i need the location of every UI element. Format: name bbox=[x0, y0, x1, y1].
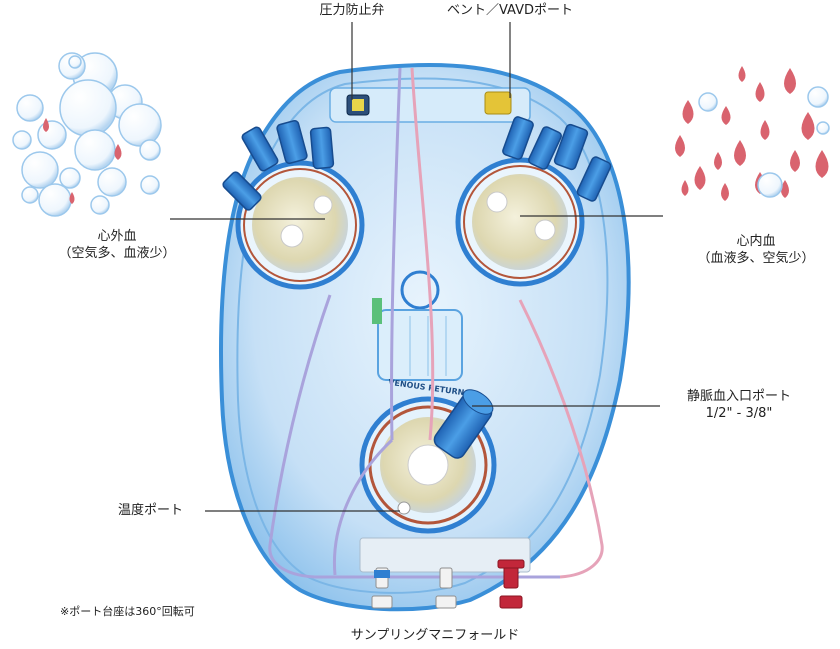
inner-chamber-caps bbox=[502, 116, 612, 202]
venous-port-label: 静脈血入口ポート 1/2" - 3/8" bbox=[654, 388, 824, 422]
outer-blood-note: （空気多、血液少） bbox=[58, 246, 176, 261]
air-bubbles-right bbox=[698, 86, 830, 198]
filter-core bbox=[372, 270, 463, 381]
temperature-port bbox=[397, 501, 411, 515]
inner-blood-chamber bbox=[455, 157, 585, 287]
rotation-note: ※ポート台座は360°回転可 bbox=[60, 605, 195, 618]
outer-blood-chamber bbox=[235, 160, 365, 290]
blood-drops-right bbox=[675, 66, 829, 201]
blood-drops-left bbox=[43, 118, 122, 204]
inner-blood-note: （血液多、空気少） bbox=[697, 251, 815, 266]
manifold-label: サンプリングマニフォールド bbox=[350, 628, 520, 643]
venous-port-size: 1/2" - 3/8" bbox=[705, 406, 773, 421]
inner-blood-title: 心内血 bbox=[736, 234, 776, 249]
venous-port-title: 静脈血入口ポート bbox=[686, 389, 791, 404]
venous-inlet-port bbox=[433, 389, 494, 459]
leader-lines bbox=[170, 22, 663, 512]
pressure-valve-label: 圧力防止弁 bbox=[319, 3, 385, 18]
outer-blood-label: 心外血 （空気多、血液少） bbox=[32, 228, 202, 262]
outer-chamber-caps bbox=[222, 119, 335, 211]
air-bubbles-left bbox=[12, 52, 162, 217]
vent-port-label: ベント／VAVDポート bbox=[446, 3, 574, 18]
outer-blood-title: 心外血 bbox=[97, 229, 137, 244]
sampling-tubes bbox=[268, 67, 604, 579]
temperature-port-label: 温度ポート bbox=[118, 503, 184, 518]
inner-blood-label: 心内血 （血液多、空気少） bbox=[676, 233, 836, 267]
manifold bbox=[315, 537, 560, 609]
